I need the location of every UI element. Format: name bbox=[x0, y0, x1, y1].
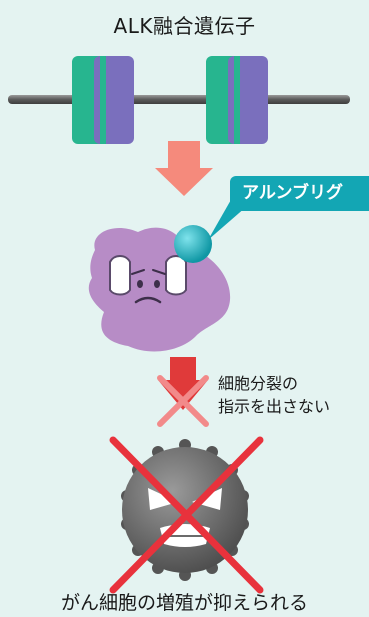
signal-note-line1: 細胞分裂の bbox=[218, 374, 299, 393]
red-cross-mark bbox=[109, 436, 264, 594]
drug-molecule-icon bbox=[174, 225, 212, 263]
alk-fusion-gene bbox=[8, 56, 350, 144]
result-caption: がん細胞の増殖が抑えられる bbox=[60, 592, 308, 614]
gene-segment-left bbox=[72, 56, 134, 144]
page-title: ALK融合遺伝子 bbox=[113, 14, 256, 38]
blocked-signal-arrow bbox=[157, 357, 209, 427]
signal-note-line2: 指示を出さない bbox=[218, 397, 331, 416]
down-arrow-pink bbox=[155, 141, 213, 196]
drug-name-callout: アルンブリグ bbox=[230, 176, 369, 211]
gene-rod bbox=[8, 95, 350, 104]
signal-note: 細胞分裂の 指示を出さない bbox=[218, 372, 330, 418]
gene-segment-right bbox=[206, 56, 268, 144]
